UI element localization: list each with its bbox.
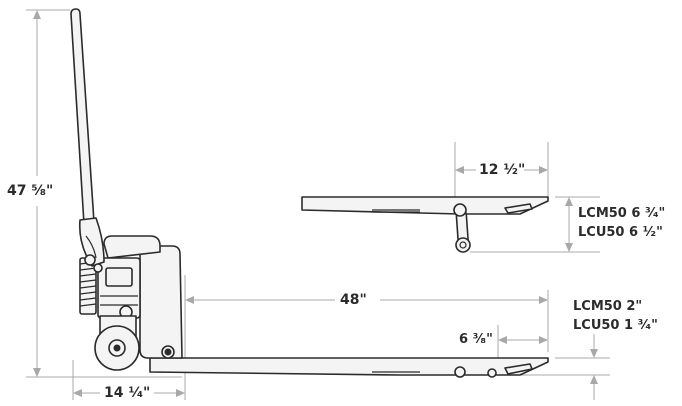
- height-label: 47 ⁵⁄₈": [7, 183, 54, 199]
- wheel-offset-dimension: [72, 360, 186, 400]
- lowered-fork: [149, 357, 549, 378]
- tip-length-label: 6 ³⁄₈": [459, 332, 493, 347]
- raised-load-wheel: [453, 203, 471, 253]
- lowered-height-lcm50-label: LCM50 2": [573, 299, 643, 314]
- lowered-height-lcu50-label: LCU50 1 ³⁄₄": [573, 318, 658, 333]
- raised-height-lcu50-label: LCU50 6 ¹⁄₂": [578, 225, 663, 240]
- load-wheel-spacing-label: 12 ¹⁄₂": [479, 162, 526, 178]
- wheel-offset-label: 14 ¹⁄₄": [104, 385, 151, 401]
- lowered-height-dimension: [510, 334, 610, 400]
- load-wheel-dimension: [454, 142, 549, 200]
- fork-length-label: 48": [340, 292, 367, 308]
- handle: [70, 8, 105, 273]
- tip-length-dimension: [497, 325, 548, 362]
- steering-wheel: [94, 325, 140, 371]
- raised-height-dimension: [470, 196, 600, 253]
- raised-height-lcm50-label: LCM50 6 ³⁄₄": [578, 206, 666, 221]
- fork-length-dimension: [184, 275, 549, 365]
- jack-body: [79, 235, 183, 371]
- raised-fork: [301, 196, 549, 253]
